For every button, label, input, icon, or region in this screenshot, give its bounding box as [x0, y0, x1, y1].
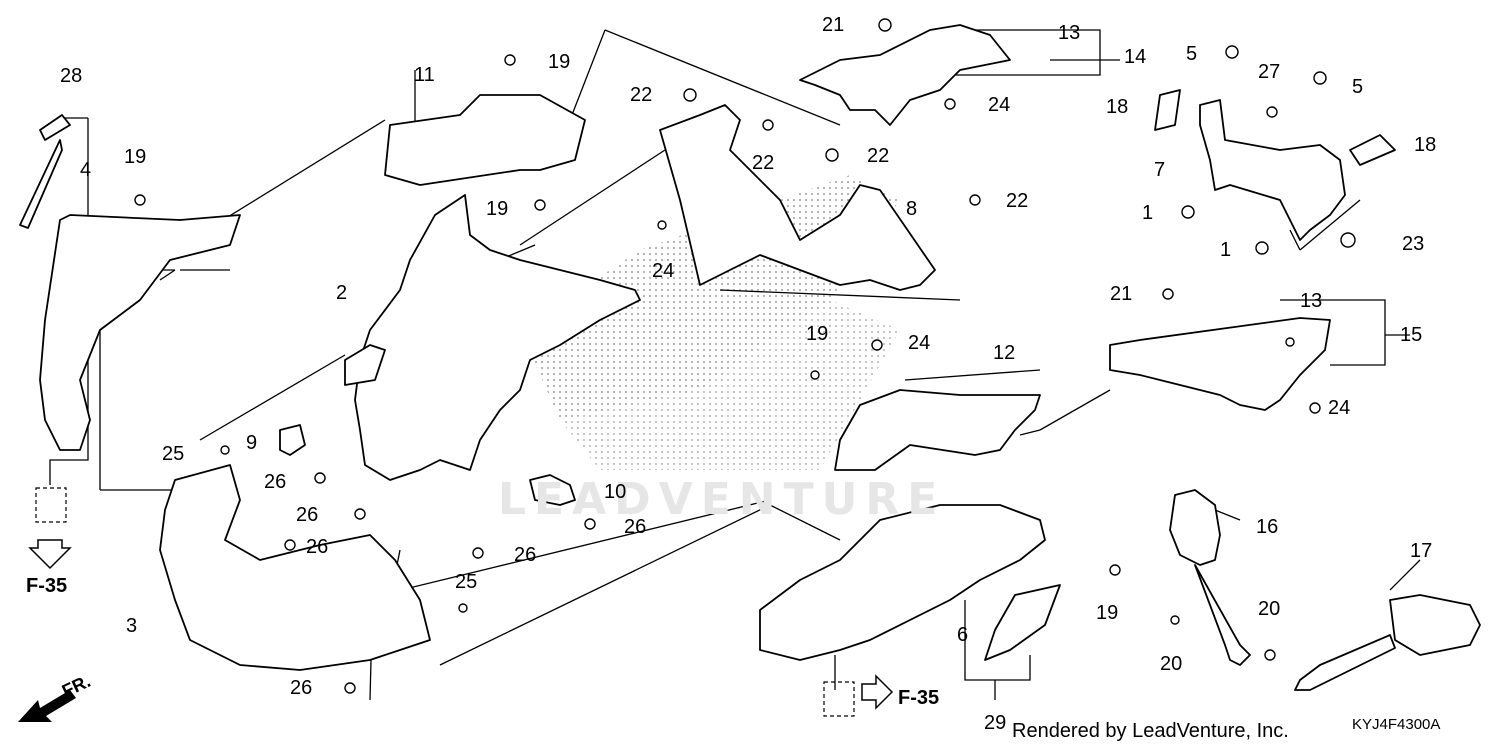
callout-16: 16 [1256, 516, 1279, 538]
callout-19d: 19 [806, 323, 829, 345]
callout-24b: 24 [652, 260, 675, 282]
callout-18a: 18 [1106, 96, 1129, 118]
callout-5b: 5 [1352, 76, 1364, 98]
callout-14: 14 [1124, 46, 1147, 68]
callout-28: 28 [60, 65, 83, 87]
callout-4: 4 [80, 159, 92, 181]
callout-19c: 19 [486, 198, 509, 220]
callout-8: 8 [906, 198, 918, 220]
front-direction-arrow [18, 690, 76, 722]
footer-credit: Rendered by LeadVenture, Inc. [1012, 720, 1289, 742]
callout-17: 17 [1410, 540, 1433, 562]
callout-21b: 21 [1110, 283, 1133, 305]
callout-22a: 22 [630, 84, 653, 106]
ref-f35-bottom: F-35 [898, 687, 940, 709]
callout-20a: 20 [1258, 598, 1281, 620]
callout-25a: 25 [162, 443, 185, 465]
callout-22d: 22 [1006, 190, 1029, 212]
callout-18b: 18 [1414, 134, 1437, 156]
callout-3: 3 [126, 615, 138, 637]
callout-29: 29 [984, 712, 1007, 734]
callout-22c: 22 [867, 145, 890, 167]
callout-20b: 20 [1160, 653, 1183, 675]
callout-19e: 19 [1096, 602, 1119, 624]
callout-26a: 26 [264, 471, 287, 493]
callout-6: 6 [957, 624, 969, 646]
part-outlines [19, 24, 1481, 691]
f35-arrows [28, 539, 894, 710]
callout-19a: 19 [548, 51, 571, 73]
callout-24a: 24 [988, 94, 1011, 116]
callout-24c: 24 [908, 332, 931, 354]
callout-7: 7 [1154, 159, 1166, 181]
callout-24d: 24 [1328, 397, 1351, 419]
callout-26b: 26 [296, 504, 319, 526]
callout-26f: 26 [290, 677, 313, 699]
diagram-code: KYJ4F4300A [1352, 716, 1441, 733]
clip-boxes [35, 487, 855, 717]
callout-26e: 26 [514, 544, 537, 566]
fasteners [134, 18, 1356, 694]
callout-26c: 26 [306, 536, 329, 558]
callout-9: 9 [246, 432, 258, 454]
callout-13b: 13 [1300, 290, 1323, 312]
callout-11: 11 [414, 64, 435, 86]
callout-1a: 1 [1142, 202, 1154, 224]
leadventure-watermark: LEADVENTURE [498, 474, 946, 525]
callout-1b: 1 [1220, 239, 1232, 261]
callout-13a: 13 [1058, 22, 1081, 44]
callout-25b: 25 [455, 571, 478, 593]
callout-22b: 22 [752, 152, 775, 174]
callout-10: 10 [604, 481, 627, 503]
callout-2: 2 [336, 282, 348, 304]
callout-26d: 26 [624, 516, 647, 538]
callout-12: 12 [993, 342, 1016, 364]
callout-27: 27 [1258, 61, 1281, 83]
callout-5a: 5 [1186, 43, 1198, 65]
callout-21a: 21 [822, 14, 845, 36]
ref-f35-left: F-35 [26, 575, 68, 597]
callout-19b: 19 [124, 146, 147, 168]
callout-15: 15 [1400, 324, 1423, 346]
callout-23: 23 [1402, 233, 1425, 255]
